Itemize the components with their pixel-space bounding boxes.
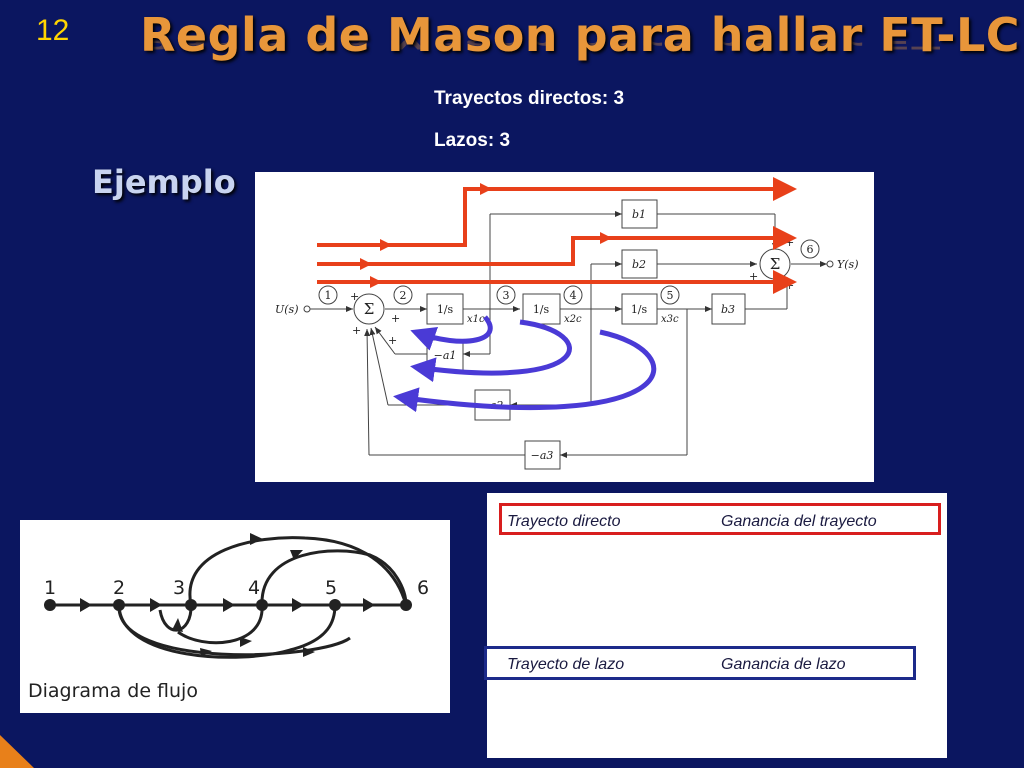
flow-diagram-panel: 1 2 3 4 5 6 Diagrama de flujo (20, 520, 450, 713)
gain-block (621, 249, 658, 279)
path-header: Trayecto directo (507, 513, 621, 530)
flow-node-label: 3 (173, 577, 185, 599)
state-label: x1c (467, 314, 485, 325)
gain-table-panel: Trayecto directo Ganancia del trayecto T… (484, 493, 947, 758)
node-number: 5 (667, 289, 674, 302)
integrator-label: 1/s (631, 303, 648, 316)
paths-count-line: Trayectos directos: 3 (434, 88, 624, 110)
plus-sign: + (350, 290, 359, 303)
gain-label: b3 (721, 303, 735, 316)
gain-block (621, 199, 658, 229)
node-number: 6 (807, 243, 814, 256)
node-number: 1 (325, 289, 332, 302)
feedback-label: −a3 (531, 449, 554, 462)
integrator-block (426, 293, 464, 325)
flow-node-label: 5 (325, 577, 337, 599)
loop-arrow-1 (410, 315, 493, 351)
flow-node-label: 1 (44, 577, 56, 599)
loop-arrow-2 (410, 319, 572, 383)
state-label: x3c (661, 314, 679, 325)
integrator-block (621, 293, 658, 325)
block-diagram: Σ Σ + + + + + + + 1/s 1/s 1/s b3 b1 b2 −… (275, 177, 859, 470)
signal-flow-graph: 1 2 3 4 5 6 Diagrama de flujo (28, 533, 429, 702)
path-header-box (499, 503, 941, 535)
gain-block (711, 293, 746, 325)
loops-count: 3 (499, 130, 511, 151)
flow-node-label: 6 (417, 577, 429, 599)
slide-title: Regla de Mason para hallar FT-LC (140, 8, 1021, 62)
feedback-label: −a1 (434, 349, 457, 362)
sum-symbol: Σ (770, 255, 781, 273)
plus-sign: + (749, 270, 758, 283)
integrator-label: 1/s (437, 303, 454, 316)
gain-label: b1 (632, 208, 646, 221)
flow-diagram-caption: Diagrama de flujo (28, 680, 198, 702)
feedback-block (524, 440, 561, 470)
flow-node-label: 2 (113, 577, 125, 599)
output-label: Y(s) (837, 258, 859, 271)
forward-path-2 (317, 226, 797, 266)
loops-label: Lazos: (434, 130, 495, 151)
plus-sign: + (388, 334, 397, 347)
slide-number: 12 (36, 14, 70, 47)
input-sum-junction (353, 293, 385, 325)
integrator-block (522, 293, 561, 325)
loops-count-line: Lazos: 3 (434, 130, 510, 152)
example-label: Ejemplo (92, 163, 236, 201)
integrator-label: 1/s (533, 303, 550, 316)
paths-label: Trayectos directos: (434, 88, 609, 109)
corner-decoration (0, 735, 34, 768)
node-number: 4 (570, 289, 577, 302)
loop-arrow-3 (393, 329, 657, 413)
paths-count: 3 (613, 88, 625, 109)
sum-symbol: Σ (364, 300, 375, 318)
loop-header-box (484, 646, 916, 680)
block-diagram-panel: Σ Σ + + + + + + + 1/s 1/s 1/s b3 b1 b2 −… (255, 172, 874, 482)
path-gain-header: Ganancia del trayecto (721, 513, 877, 530)
state-label: x2c (564, 314, 582, 325)
input-label: U(s) (275, 303, 299, 316)
gain-label: b2 (632, 258, 646, 271)
loop-gain-header: Ganancia de lazo (721, 656, 846, 673)
flow-node-label: 4 (248, 577, 260, 599)
node-number: 3 (503, 289, 510, 302)
loop-header: Trayecto de lazo (507, 656, 625, 673)
plus-sign: + (352, 324, 361, 337)
node-number: 2 (400, 289, 407, 302)
plus-sign: + (391, 312, 400, 325)
